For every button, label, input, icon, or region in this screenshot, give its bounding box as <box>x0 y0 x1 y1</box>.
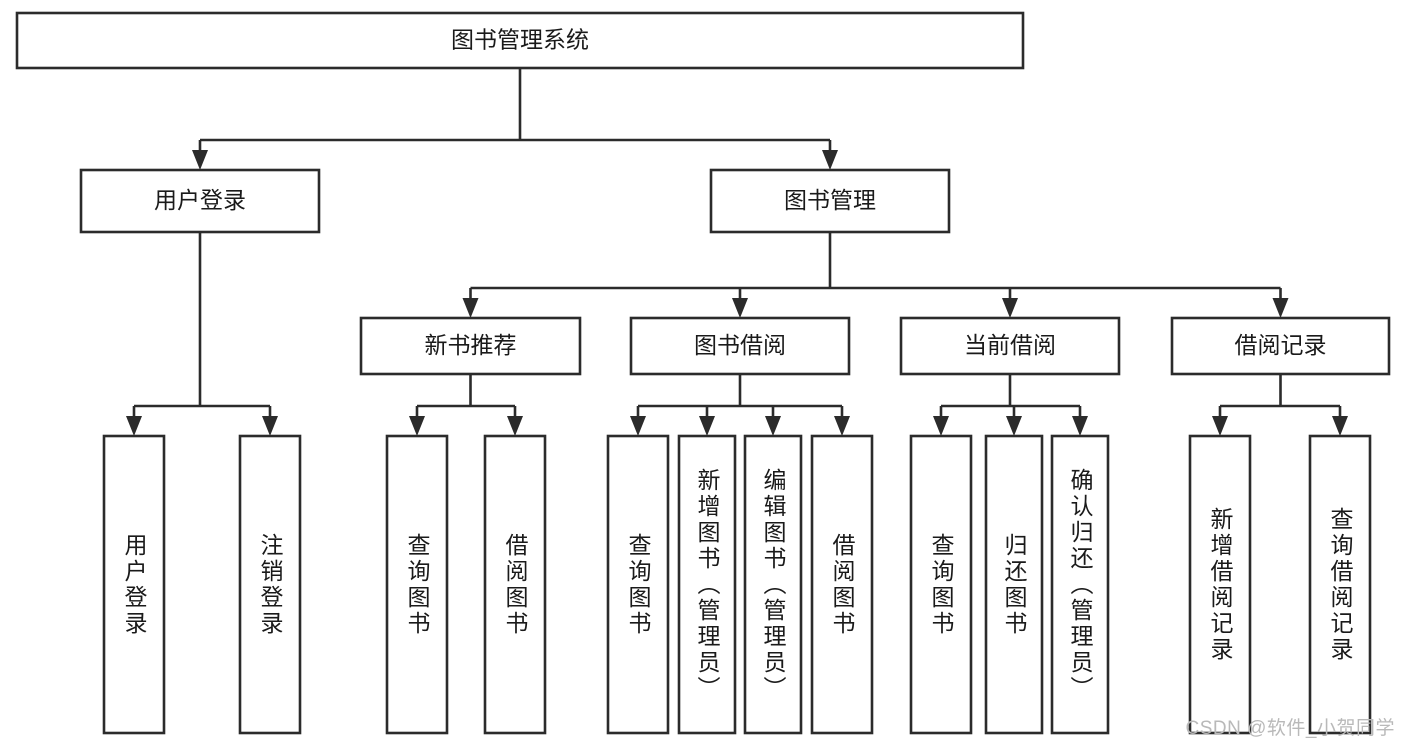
arrow-head-l2_book_borrow-1 <box>699 416 715 436</box>
node-label-root: 图书管理系统 <box>451 27 589 53</box>
node-label-l1-book-mgmt: 图书管理 <box>784 187 876 213</box>
node-label-l2-book-borrow: 图书借阅 <box>694 332 786 358</box>
node-box-leaf-add-book[interactable] <box>677 434 737 735</box>
node-box-l1-book-mgmt[interactable] <box>709 168 951 234</box>
arrow-head-l1_book_mgmt-3 <box>1272 298 1289 318</box>
node-box-leaf-edit-book[interactable] <box>743 434 803 735</box>
arrow-head-l1_book_mgmt-2 <box>1002 298 1018 318</box>
arrow-head-l2_book_borrow-0 <box>630 416 646 436</box>
arrow-head-l2_book_borrow-3 <box>834 416 850 436</box>
arrow-head-l2_current_borrow-1 <box>1006 416 1022 436</box>
arrow-head-l2_current_borrow-2 <box>1072 416 1088 436</box>
node-label-l1-user-login: 用户登录 <box>154 187 246 213</box>
node-box-l2-book-borrow[interactable] <box>629 316 851 376</box>
node-box-leaf-return-book[interactable] <box>984 434 1044 735</box>
node-box-root[interactable] <box>15 11 1025 70</box>
node-label-l2-borrow-record: 借阅记录 <box>1235 332 1327 358</box>
node-box-leaf-borrow-book-1[interactable] <box>483 434 547 735</box>
node-box-l2-current-borrow[interactable] <box>899 316 1121 376</box>
node-box-leaf-logout-login[interactable] <box>238 434 302 735</box>
node-box-l2-new-book-rec[interactable] <box>359 316 582 376</box>
node-box-leaf-confirm-return[interactable] <box>1050 434 1110 735</box>
arrow-head-l1_book_mgmt-1 <box>732 298 748 318</box>
node-label-l2-current-borrow: 当前借阅 <box>964 332 1056 358</box>
arrow-head-l2_new_book_rec-0 <box>409 416 425 436</box>
node-box-leaf-user-login[interactable] <box>102 434 166 735</box>
node-box-l2-borrow-record[interactable] <box>1170 316 1391 376</box>
node-box-l1-user-login[interactable] <box>79 168 321 234</box>
arrow-head-l2_borrow_record-0 <box>1212 416 1228 436</box>
edges-layer <box>126 68 1348 436</box>
arrow-head-l2_new_book_rec-1 <box>507 416 523 436</box>
arrow-head-root-0 <box>192 150 208 170</box>
boxes-layer <box>15 11 1391 735</box>
arrow-head-root-1 <box>822 150 838 170</box>
node-box-leaf-query-book-1[interactable] <box>385 434 449 735</box>
arrow-head-l1_user_login-0 <box>126 416 142 436</box>
node-box-leaf-query-record[interactable] <box>1308 434 1372 735</box>
arrow-head-l2_current_borrow-0 <box>933 416 949 436</box>
arrow-head-l1_user_login-1 <box>262 416 278 436</box>
node-box-leaf-query-book-2[interactable] <box>606 434 670 735</box>
node-label-l2-new-book-rec: 新书推荐 <box>425 332 517 358</box>
node-box-leaf-borrow-book-2[interactable] <box>810 434 874 735</box>
node-box-leaf-add-record[interactable] <box>1188 434 1252 735</box>
arrow-head-l2_borrow_record-1 <box>1332 416 1348 436</box>
arrow-head-l1_book_mgmt-0 <box>462 298 479 318</box>
watermark: CSDN @软件_小贺同学 <box>1185 718 1395 739</box>
node-box-leaf-query-book-3[interactable] <box>909 434 973 735</box>
arrow-head-l2_book_borrow-2 <box>765 416 781 436</box>
